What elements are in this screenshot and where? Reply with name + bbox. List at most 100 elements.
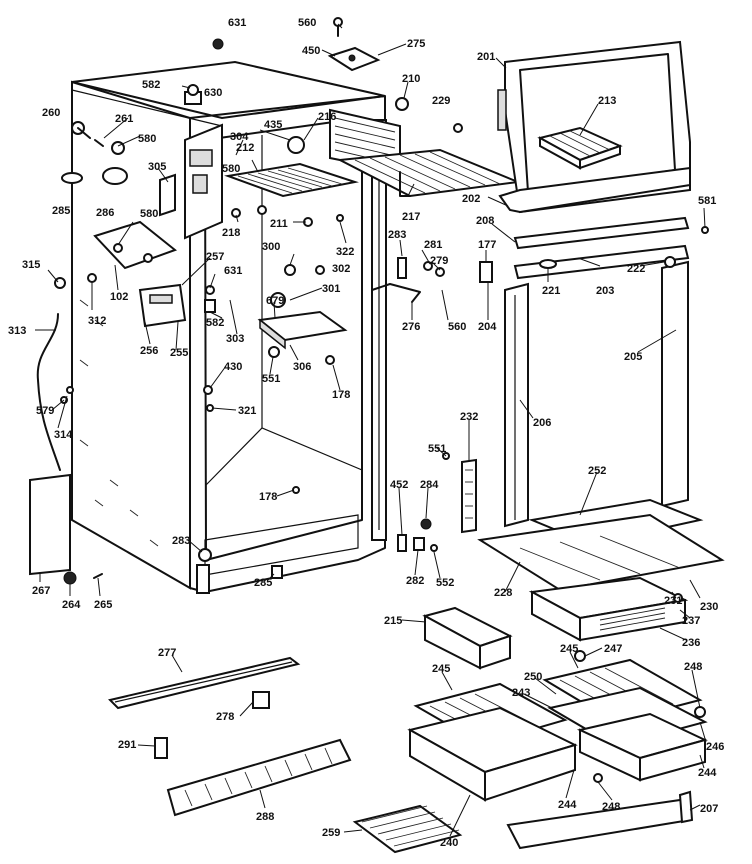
label-551: 551 xyxy=(262,373,280,385)
label-178: 178 xyxy=(332,389,350,401)
small-parts xyxy=(54,97,709,783)
label-284: 284 xyxy=(420,479,439,491)
screen-259 xyxy=(352,804,463,854)
top-hinge xyxy=(327,17,381,72)
label-452: 452 xyxy=(390,479,408,491)
label-243: 243 xyxy=(512,687,530,699)
label-322: 322 xyxy=(336,246,354,258)
label-244: 244 xyxy=(698,767,717,779)
label-580: 580 xyxy=(138,133,156,145)
label-305: 305 xyxy=(148,161,166,173)
label-232: 232 xyxy=(460,411,478,423)
tube-313 xyxy=(36,313,61,471)
label-560: 560 xyxy=(298,17,316,29)
label-630: 630 xyxy=(204,87,222,99)
label-321: 321 xyxy=(238,405,256,417)
label-202: 202 xyxy=(462,193,480,205)
meat-pan-left xyxy=(407,682,578,802)
label-245: 245 xyxy=(560,643,578,655)
label-252: 252 xyxy=(588,465,606,477)
label-582: 582 xyxy=(206,317,224,329)
strip-208 xyxy=(513,216,690,250)
door-post-206 xyxy=(504,282,529,528)
label-261: 261 xyxy=(115,113,133,125)
label-300: 300 xyxy=(262,241,280,253)
label-560: 560 xyxy=(448,321,466,333)
leader-lines xyxy=(35,23,707,837)
label-177: 177 xyxy=(478,239,496,251)
label-286: 286 xyxy=(96,207,114,219)
bracket-276 xyxy=(371,283,421,303)
label-213: 213 xyxy=(598,95,616,107)
label-208: 208 xyxy=(476,215,494,227)
wire-shelf-assembly xyxy=(329,108,522,198)
label-228: 228 xyxy=(494,587,512,599)
label-291: 291 xyxy=(118,739,136,751)
label-210: 210 xyxy=(402,73,420,85)
label-260: 260 xyxy=(42,107,60,119)
freezer-door xyxy=(497,40,691,214)
label-282: 282 xyxy=(406,575,424,587)
cabinet xyxy=(71,60,387,594)
label-631: 631 xyxy=(228,17,246,29)
label-580: 580 xyxy=(140,208,158,220)
evaporator-panel xyxy=(159,123,223,240)
label-255: 255 xyxy=(170,347,188,359)
label-301: 301 xyxy=(322,283,340,295)
label-267: 267 xyxy=(32,585,50,597)
label-288: 288 xyxy=(256,811,274,823)
panel-267 xyxy=(29,473,71,576)
label-264: 264 xyxy=(62,599,81,611)
ice-tray xyxy=(537,126,623,170)
hinge-pin xyxy=(184,84,202,105)
label-178: 178 xyxy=(259,491,277,503)
label-237: 237 xyxy=(682,615,700,627)
label-221: 221 xyxy=(542,285,560,297)
label-631: 631 xyxy=(224,265,242,277)
freezer-shelf xyxy=(224,162,359,198)
label-247: 247 xyxy=(604,643,622,655)
label-302: 302 xyxy=(332,263,350,275)
label-276: 276 xyxy=(402,321,420,333)
label-201: 201 xyxy=(477,51,495,63)
label-679: 679 xyxy=(266,295,284,307)
label-277: 277 xyxy=(158,647,176,659)
crisper-drawer xyxy=(528,576,689,642)
label-215: 215 xyxy=(384,615,402,627)
label-303: 303 xyxy=(226,333,244,345)
label-283: 283 xyxy=(388,229,406,241)
label-205: 205 xyxy=(624,351,642,363)
label-212: 212 xyxy=(236,142,254,154)
label-248: 248 xyxy=(602,801,620,813)
label-579: 579 xyxy=(36,405,54,417)
label-304: 304 xyxy=(230,131,249,143)
label-581: 581 xyxy=(698,195,716,207)
label-236: 236 xyxy=(682,637,700,649)
bottom-grille xyxy=(166,738,352,817)
hinge-channel xyxy=(461,458,477,534)
label-580: 580 xyxy=(222,163,240,175)
label-430: 430 xyxy=(224,361,242,373)
label-216: 216 xyxy=(318,111,336,123)
label-265: 265 xyxy=(94,599,112,611)
label-102: 102 xyxy=(110,291,128,303)
crisper-cover xyxy=(477,498,725,592)
label-313: 313 xyxy=(8,325,26,337)
label-222: 222 xyxy=(627,263,645,275)
label-257: 257 xyxy=(206,251,224,263)
label-435: 435 xyxy=(264,119,282,131)
label-203: 203 xyxy=(596,285,614,297)
label-230: 230 xyxy=(700,601,718,613)
door-shelf-207 xyxy=(506,790,694,850)
label-206: 206 xyxy=(533,417,551,429)
label-552: 552 xyxy=(436,577,454,589)
label-281: 281 xyxy=(424,239,442,251)
label-312: 312 xyxy=(88,315,106,327)
label-314: 314 xyxy=(54,429,73,441)
label-259: 259 xyxy=(322,827,340,839)
label-279: 279 xyxy=(430,255,448,267)
label-246: 246 xyxy=(706,741,724,753)
label-285: 285 xyxy=(52,205,70,217)
label-275: 275 xyxy=(407,38,425,50)
